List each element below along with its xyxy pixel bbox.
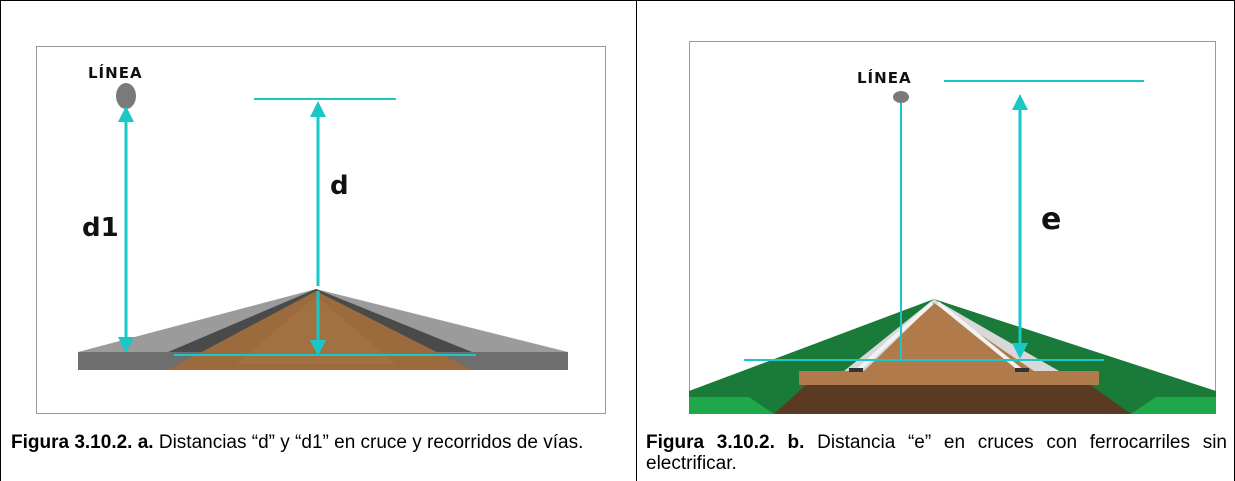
figure-b-diagram: LÍNEA e	[689, 41, 1216, 414]
figure-b-cell: LÍNEA e Figura 3.10.2. b. Distancia “e” …	[636, 0, 1235, 481]
caption-a-number: Figura 3.10.2. a.	[11, 432, 154, 453]
figure-a-caption: Figura 3.10.2. a. Distancias “d” y “d1” …	[11, 432, 628, 453]
label-e: e	[1041, 202, 1061, 237]
track-bed	[864, 303, 1034, 371]
conductor-icon-b	[893, 91, 909, 103]
line-label-a: LÍNEA	[88, 63, 143, 82]
caption-b-text: Distancia “e” en cruces con ferrocarrile…	[646, 432, 1227, 474]
caption-a-text: Distancias “d” y “d1” en cruce y recorri…	[153, 432, 584, 453]
label-d1: d1	[82, 213, 119, 243]
figure-a-diagram: LÍNEA d1 d	[36, 46, 606, 414]
label-d: d	[330, 171, 349, 201]
caption-b-number: Figura 3.10.2. b.	[646, 432, 805, 453]
soil-base	[774, 384, 1131, 414]
figure-a-cell: LÍNEA d1 d Figura 3.10.2. a. Distancia	[0, 0, 637, 481]
sleeper-layer	[799, 371, 1099, 385]
figure-b-caption: Figura 3.10.2. b. Distancia “e” en cruce…	[646, 432, 1227, 474]
conductor-icon	[116, 83, 136, 109]
line-label-b: LÍNEA	[857, 68, 912, 87]
